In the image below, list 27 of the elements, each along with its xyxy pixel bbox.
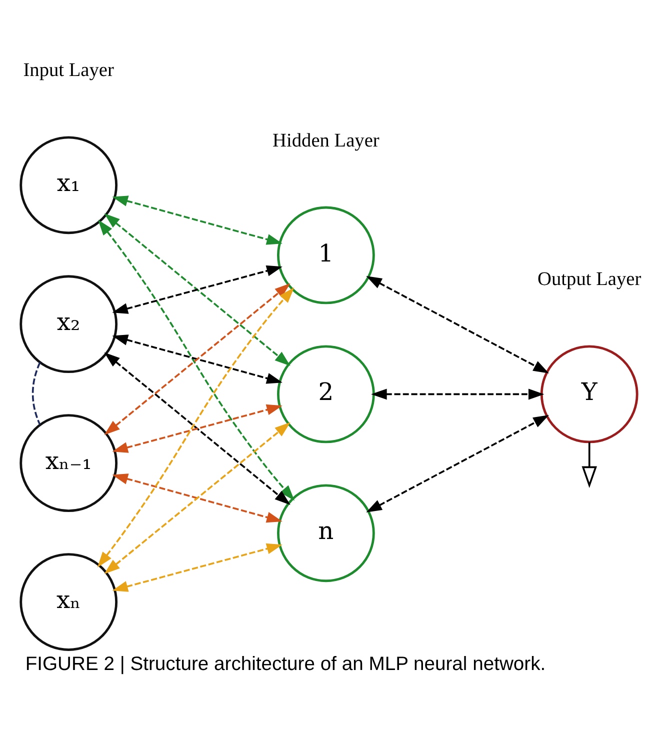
arrow: [97, 287, 294, 568]
arrow: [98, 220, 295, 501]
arrow: [112, 474, 282, 523]
node-circle: Y: [540, 345, 638, 444]
arrow: [112, 404, 282, 453]
arrow: [582, 442, 597, 488]
node-circle: xₙ: [20, 553, 118, 651]
arrow: [104, 283, 290, 436]
arrow: [112, 334, 282, 384]
label: Output Layer: [538, 269, 642, 290]
arrow: [104, 422, 290, 574]
label: Input Layer: [23, 60, 114, 82]
label: Hidden Layer: [272, 130, 380, 152]
caption: FIGURE 2 | Structure architecture of an MLP neural network.: [25, 654, 546, 676]
arrow: [112, 543, 282, 592]
arrow: [112, 265, 282, 314]
node-circle: x₂: [20, 275, 118, 374]
arrow: [366, 276, 549, 374]
arrow: [104, 352, 290, 505]
node-circle: xₙ₋₁: [20, 414, 118, 512]
node-circle: x₁: [20, 136, 118, 234]
arrow: [104, 213, 290, 366]
arrow: [112, 196, 282, 245]
connector: [32, 362, 41, 425]
arrow: [366, 415, 549, 512]
arrow: [371, 388, 544, 400]
node-circle: 2: [277, 345, 375, 444]
